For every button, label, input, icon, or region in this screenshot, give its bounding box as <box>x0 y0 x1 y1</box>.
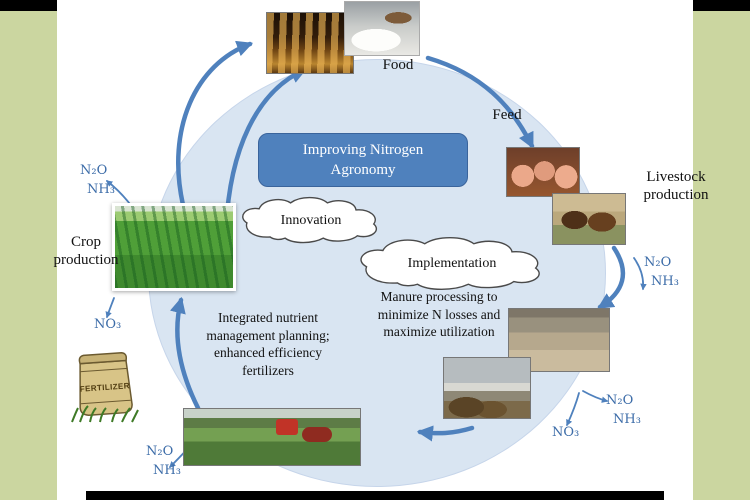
arrow-crop-nitrate <box>105 297 115 319</box>
pigs-photo <box>506 147 580 197</box>
fertilizer-bag-illustration: FERTILIZER <box>66 350 144 424</box>
innovation-cloud: Innovation <box>236 197 386 244</box>
crop-field-photo <box>112 203 236 291</box>
bag-seam-top <box>79 367 128 373</box>
manure-processing-note: Manure processing to minimize N losses a… <box>377 289 501 340</box>
cloud-shape <box>243 198 377 243</box>
title-box-label: Improving Nitrogen Agronomy <box>302 141 424 178</box>
tractor-cab-shape <box>275 419 298 436</box>
manure-nitrate-label: NO₃ <box>552 425 580 440</box>
arrow-manure-nitrate <box>566 392 580 427</box>
crop-emission-label: N₂O NH₃ <box>80 163 115 197</box>
field-emission-label: N₂O NH₃ <box>146 444 181 478</box>
implementation-label: Implementation <box>407 256 497 271</box>
livestock-production-label: Livestock production <box>643 169 709 203</box>
left-green-border <box>0 0 57 500</box>
food-label: Food <box>382 57 414 73</box>
nutrient-management-note: Integrated nutrient management planning;… <box>206 310 330 378</box>
flour-spoon-photo <box>344 1 420 56</box>
slurry-tank-shape <box>301 426 332 442</box>
livestock-emission-label: N₂O NH₃ <box>644 255 679 289</box>
grass-tuft <box>71 405 139 423</box>
manure-emission-label: N₂O NH₃ <box>606 393 641 427</box>
implementation-cloud: Implementation <box>352 237 552 291</box>
slurry-tractor-photo <box>183 408 361 466</box>
top-right-black-bar <box>693 0 750 11</box>
fertilizer-bag-label: FERTILIZER <box>79 381 130 393</box>
compost-barn-photo <box>443 357 531 419</box>
arrow-livestock-emission <box>633 257 647 291</box>
crop-production-label: Crop production <box>53 234 119 268</box>
cattle-photo <box>552 193 626 245</box>
bottom-black-bar <box>86 491 664 500</box>
bag-top <box>78 352 128 365</box>
crop-nitrate-label: NO₃ <box>94 317 122 332</box>
right-green-border <box>693 0 750 500</box>
top-left-black-bar <box>0 0 57 11</box>
innovation-label: Innovation <box>280 212 342 228</box>
feed-label: Feed <box>492 107 522 123</box>
bread-loaves-photo <box>266 12 354 74</box>
arrow-manure-emission <box>582 390 609 403</box>
bag-seam-bottom <box>80 399 131 405</box>
title-box: Improving Nitrogen Agronomy <box>258 133 468 187</box>
cloud-shape <box>361 238 539 290</box>
